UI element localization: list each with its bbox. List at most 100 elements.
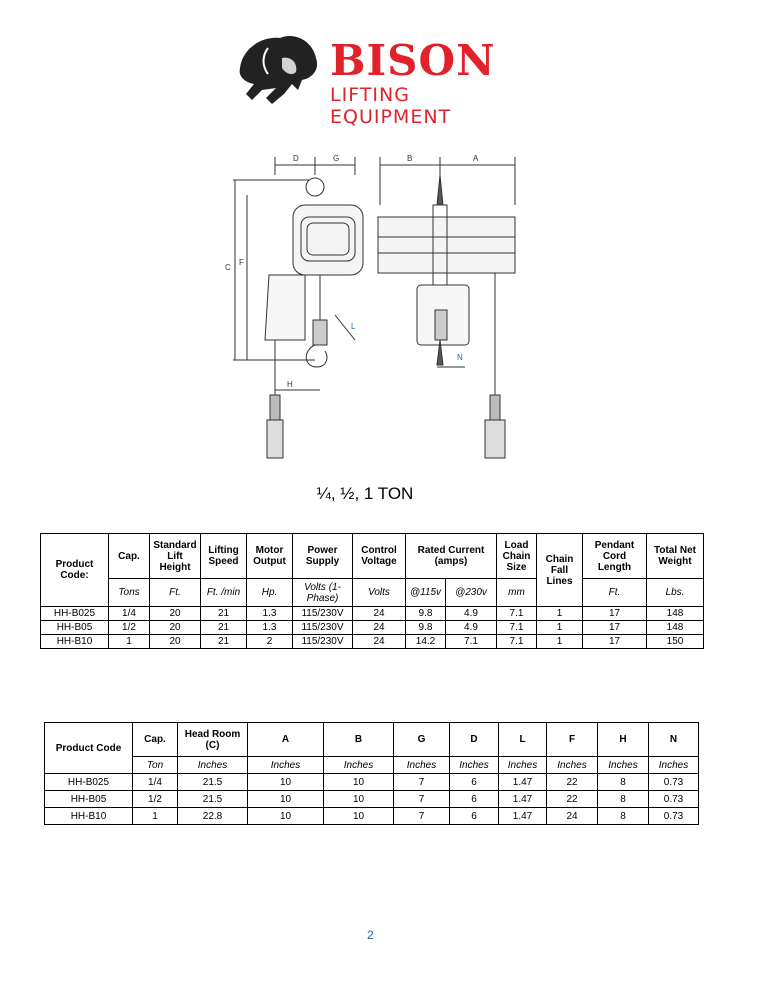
table-cell: 7: [393, 790, 450, 808]
table-cell: 24: [352, 620, 406, 635]
table-cell: 21: [200, 620, 247, 635]
table-cell: 1/2: [132, 790, 178, 808]
unit-cell: Inches: [648, 756, 699, 774]
column-header: Cap.: [132, 722, 178, 757]
column-header: F: [546, 722, 598, 757]
dim-label-a: A: [473, 154, 479, 163]
table-cell: 115/230V: [292, 634, 353, 649]
table-cell: 7.1: [496, 606, 537, 621]
column-header: Power Supply: [292, 533, 353, 579]
column-header: G: [393, 722, 450, 757]
table-cell: HH-B05: [44, 790, 133, 808]
column-header: Pendant Cord Length: [582, 533, 647, 579]
table-cell: HH-B10: [44, 807, 133, 825]
table-cell: 0.73: [648, 773, 699, 791]
table-cell: 24: [546, 807, 598, 825]
unit-cell: Ft. /min: [200, 578, 247, 607]
table-cell: 22.8: [177, 807, 248, 825]
table-cell: 21.5: [177, 773, 248, 791]
table-cell: HH-B025: [44, 773, 133, 791]
column-header: Standard Lift Height: [149, 533, 201, 579]
column-header: Rated Current (amps): [405, 533, 497, 579]
table-cell: 148: [646, 606, 704, 621]
table-cell: 10: [247, 790, 324, 808]
table-cell: 20: [149, 606, 201, 621]
bison-icon: [239, 36, 318, 104]
table-cell: 9.8: [405, 620, 446, 635]
table-cell: 150: [646, 634, 704, 649]
table-cell: 10: [323, 807, 394, 825]
table-cell: 22: [546, 773, 598, 791]
column-header: N: [648, 722, 699, 757]
column-header: H: [597, 722, 649, 757]
table-cell: 1.3: [246, 606, 293, 621]
unit-cell: Inches: [546, 756, 598, 774]
unit-cell: Volts (1-Phase): [292, 578, 353, 607]
table-cell: 20: [149, 620, 201, 635]
table-cell: 148: [646, 620, 704, 635]
column-header: Control Voltage: [352, 533, 406, 579]
table-cell: 6: [449, 790, 499, 808]
table-cell: 17: [582, 620, 647, 635]
table-cell: 1: [536, 606, 583, 621]
table-cell: 115/230V: [292, 620, 353, 635]
unit-cell: Ft.: [149, 578, 201, 607]
unit-cell: mm: [496, 578, 537, 607]
unit-cell: Inches: [177, 756, 248, 774]
table-cell: 1.47: [498, 790, 547, 808]
dim-label-f: F: [239, 258, 244, 267]
column-header: D: [449, 722, 499, 757]
table-cell: 7: [393, 773, 450, 791]
table-cell: 7: [393, 807, 450, 825]
unit-cell: Inches: [597, 756, 649, 774]
column-header: B: [323, 722, 394, 757]
table-cell: 7.1: [496, 620, 537, 635]
table-cell: 1/2: [108, 620, 150, 635]
table-cell: 10: [247, 773, 324, 791]
table-cell: 17: [582, 634, 647, 649]
table-cell: 22: [546, 790, 598, 808]
unit-cell: @115v: [405, 578, 446, 607]
column-header: Total Net Weight: [646, 533, 704, 579]
unit-cell: Tons: [108, 578, 150, 607]
table-cell: 115/230V: [292, 606, 353, 621]
unit-cell: @230v: [445, 578, 497, 607]
table-cell: 4.9: [445, 606, 497, 621]
table-cell: 24: [352, 634, 406, 649]
table-cell: 24: [352, 606, 406, 621]
brand-name: BISON: [330, 36, 496, 85]
column-header: Product Code: [44, 722, 133, 774]
dim-label-c: C: [225, 263, 231, 272]
table-cell: HH-B10: [40, 634, 109, 649]
table-cell: 14.2: [405, 634, 446, 649]
dim-label-g: G: [333, 154, 339, 163]
table-cell: 0.73: [648, 807, 699, 825]
column-header: Head Room (C): [177, 722, 248, 757]
table-cell: 7.1: [445, 634, 497, 649]
unit-cell: Volts: [352, 578, 406, 607]
unit-cell: Inches: [393, 756, 450, 774]
table-cell: 4.9: [445, 620, 497, 635]
table-cell: 1: [132, 807, 178, 825]
column-header: Product Code:: [40, 533, 109, 607]
table-cell: 9.8: [405, 606, 446, 621]
table-cell: 20: [149, 634, 201, 649]
page-number: 2: [367, 928, 374, 942]
column-header: Motor Output: [246, 533, 293, 579]
table-cell: 1/4: [132, 773, 178, 791]
column-header: A: [247, 722, 324, 757]
table-cell: 21.5: [177, 790, 248, 808]
table-cell: HH-B05: [40, 620, 109, 635]
dim-label-b: B: [407, 154, 412, 163]
table-cell: HH-B025: [40, 606, 109, 621]
table-cell: 2: [246, 634, 293, 649]
dim-label-l: L: [351, 322, 356, 331]
